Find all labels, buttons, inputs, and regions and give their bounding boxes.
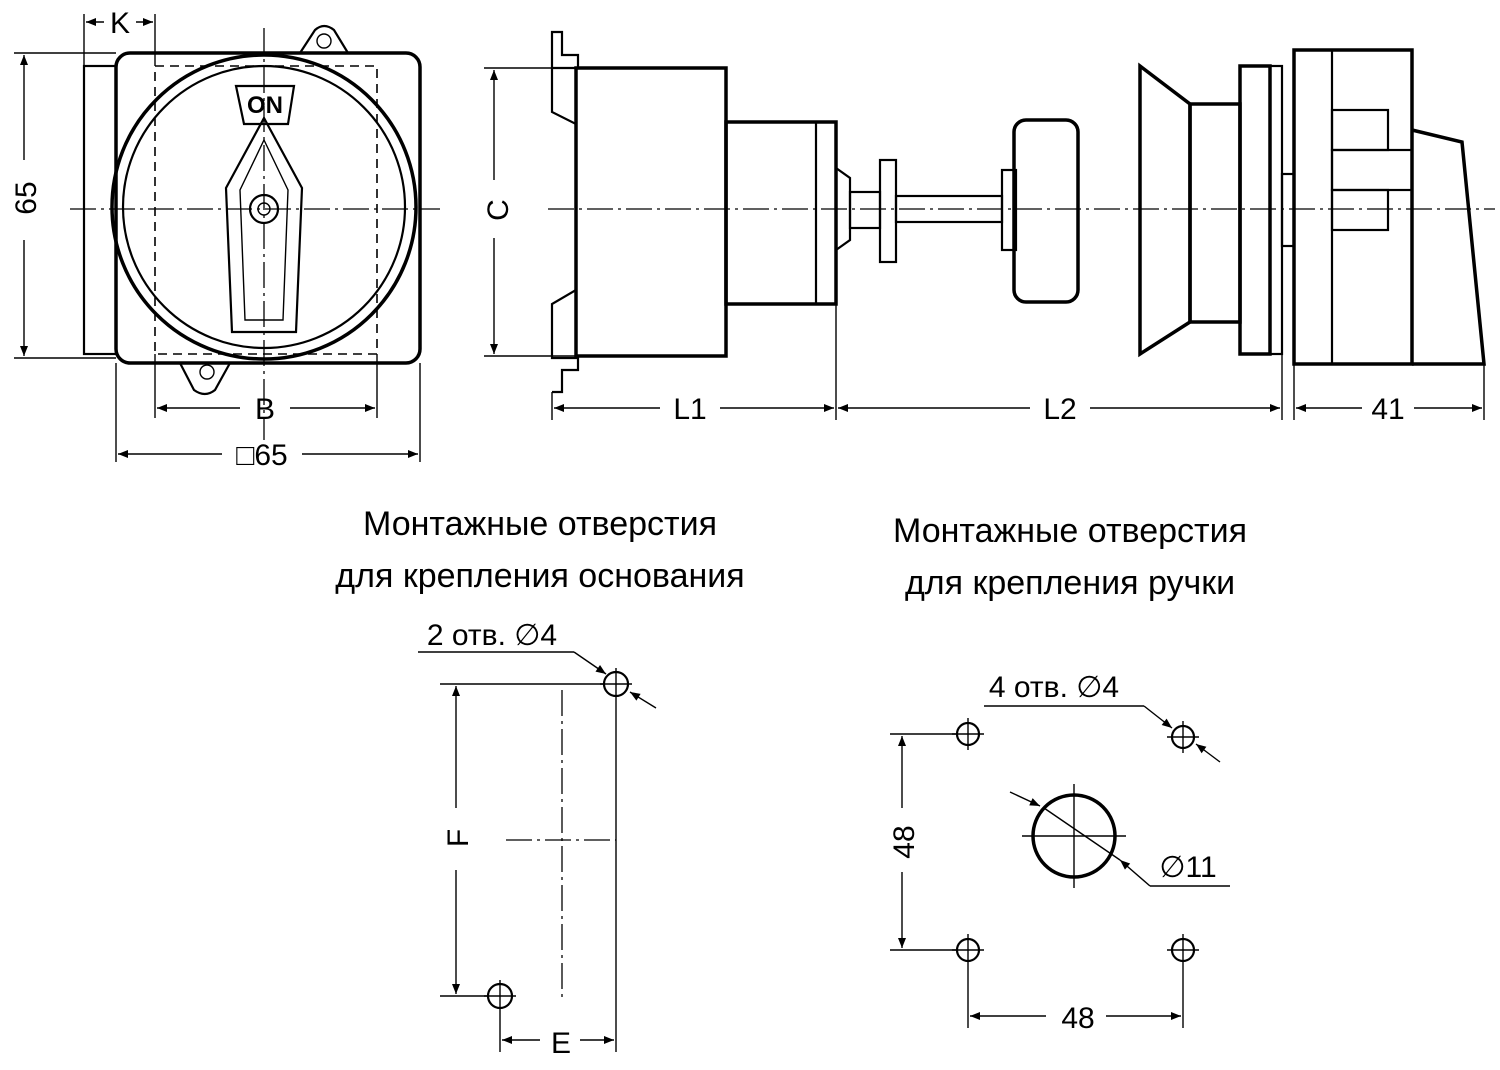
base-mounting-section: Монтажные отверстия для крепления основа… xyxy=(335,505,744,1060)
shaft-coupling xyxy=(848,190,882,230)
shaft-holder xyxy=(1012,118,1080,304)
handle-plate xyxy=(1238,64,1272,356)
dim-f-label: F xyxy=(442,829,475,847)
shaft-flange xyxy=(878,158,898,264)
front-view: ON K 65 B □65 xyxy=(10,7,440,472)
dim-41-label: 41 xyxy=(1371,393,1404,426)
handle-title-line1: Монтажные отверстия xyxy=(893,512,1247,550)
dim-b-label: B xyxy=(255,393,275,426)
on-label: ON xyxy=(247,92,283,119)
dim-c-label: C xyxy=(482,199,515,221)
handle-holes-note: 4 отв. ∅4 xyxy=(989,671,1119,704)
center-hole-arrow-in xyxy=(1009,791,1041,807)
dim-k-label: K xyxy=(110,7,130,40)
dim-e-label: E xyxy=(551,1027,571,1060)
center-hole-label: ∅11 xyxy=(1159,851,1216,884)
top-lug-hole xyxy=(316,33,332,49)
handle-title-line2: для крепления ручки xyxy=(905,564,1235,602)
shaft-adapter xyxy=(1000,168,1018,252)
center-hole-diameter xyxy=(1043,807,1121,861)
housing-outline xyxy=(114,51,422,365)
handle-mounting-section: Монтажные отверстия для крепления ручки … xyxy=(888,512,1247,1035)
dim-l1-label: L1 xyxy=(673,393,706,426)
base-note-leader xyxy=(573,651,607,675)
handle-detail-top xyxy=(1330,108,1390,152)
handle-spacer xyxy=(1280,172,1296,248)
handle-gasket xyxy=(1268,64,1284,356)
base-title-line2: для крепления основания xyxy=(335,557,744,595)
base-title-line1: Монтажные отверстия xyxy=(363,505,717,543)
handle-bezel xyxy=(1138,62,1192,358)
handle-detail-low xyxy=(1330,188,1390,232)
dim-l2-label: L2 xyxy=(1043,393,1076,426)
handle-note-leader xyxy=(1143,705,1173,729)
handle-lever-profile xyxy=(1411,128,1486,366)
switch-body xyxy=(574,66,728,358)
bottom-lug-hole xyxy=(199,364,215,380)
switch-module xyxy=(724,120,838,306)
handle-housing xyxy=(1292,48,1414,366)
top-clip xyxy=(550,30,580,70)
handle-detail-mid xyxy=(1330,148,1414,192)
side-view: C L1 L2 41 xyxy=(482,30,1495,426)
center-hole-arrow-out xyxy=(1119,859,1151,887)
base-clip-profile xyxy=(550,68,580,394)
dim-vertical-48-label: 48 xyxy=(888,825,921,858)
base-hole-leader-out xyxy=(629,691,657,709)
on-indicator-window xyxy=(234,84,296,126)
dim-horizontal-48-label: 48 xyxy=(1061,1002,1094,1035)
top-mounting-lug xyxy=(299,24,349,54)
bottom-mounting-lug xyxy=(179,362,231,396)
base-holes-note: 2 отв. ∅4 xyxy=(427,619,557,652)
dim-width-label: □65 xyxy=(236,439,288,472)
handle-base xyxy=(1188,102,1242,324)
handle-hole-leader-out xyxy=(1195,743,1221,763)
dim-height-label: 65 xyxy=(10,181,43,214)
